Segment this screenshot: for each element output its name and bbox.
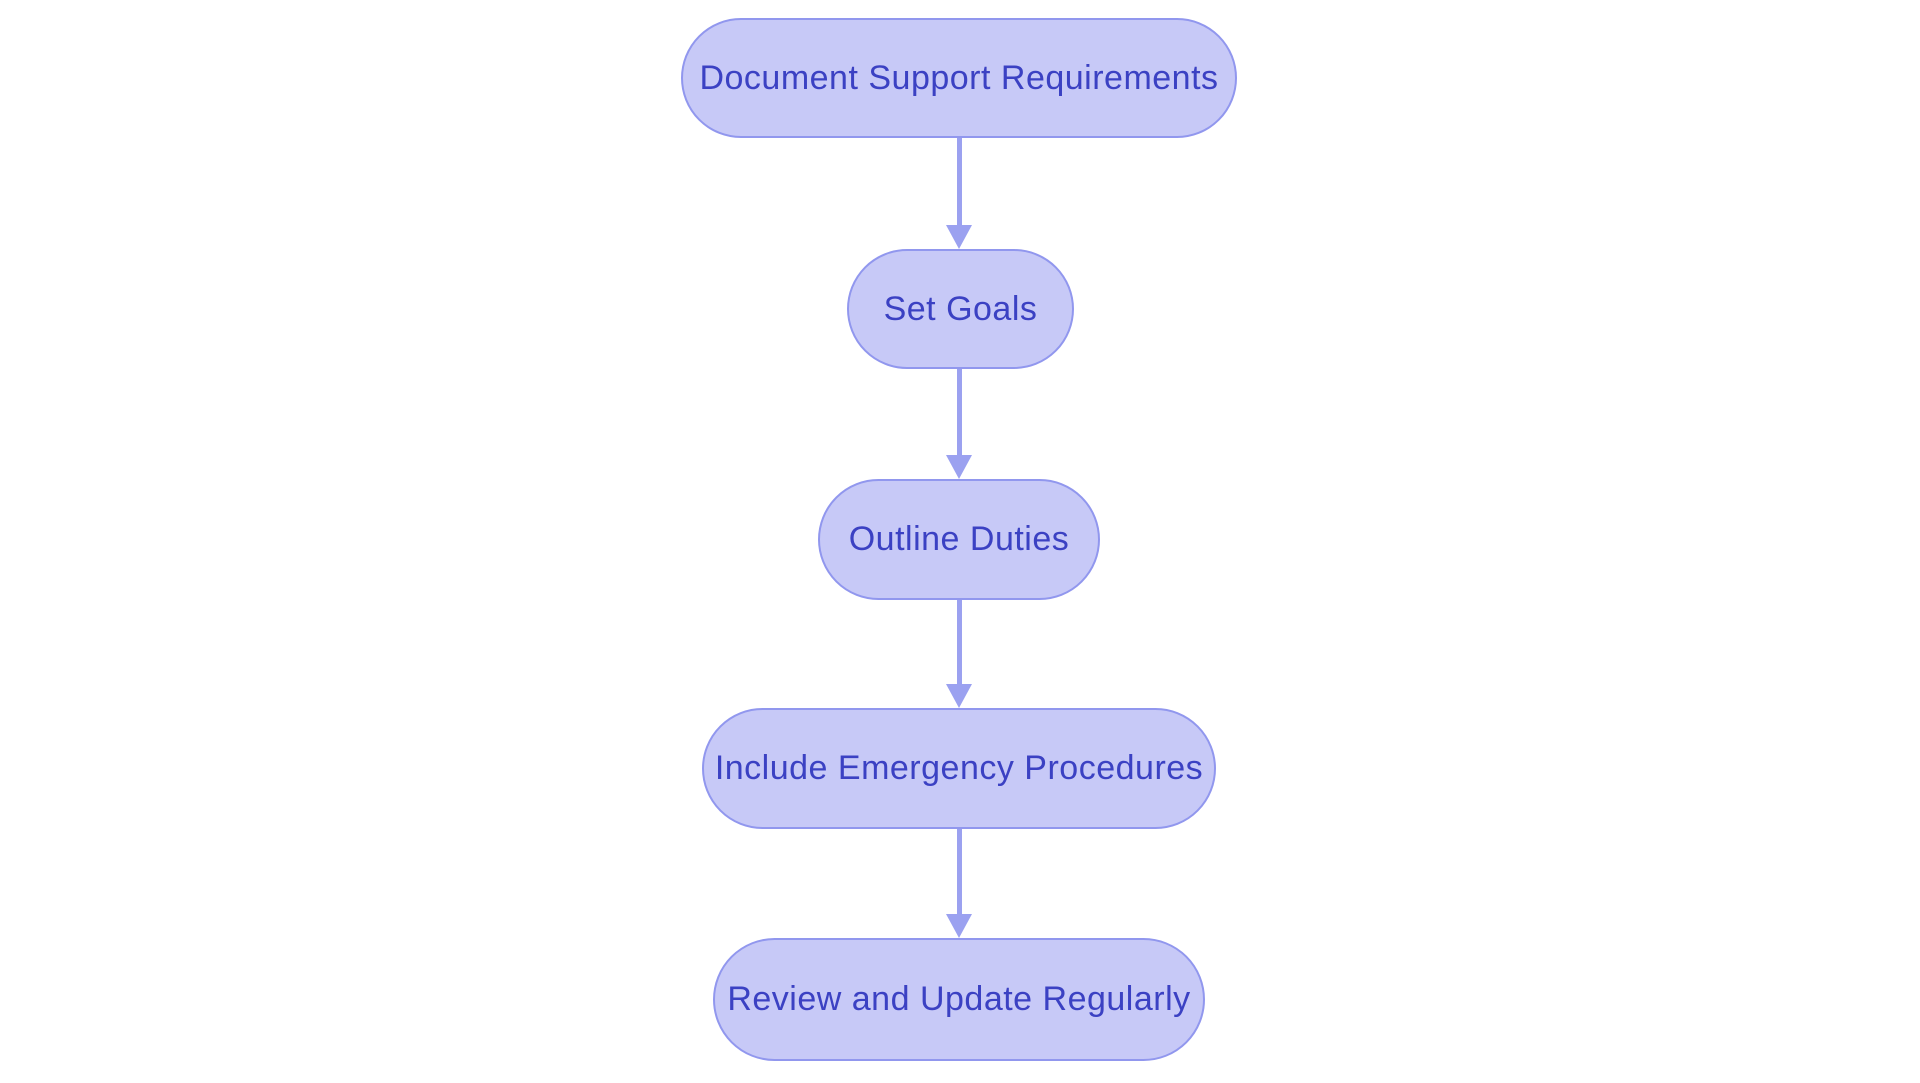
node-label: Review and Update Regularly [727, 980, 1191, 1018]
flow-node-set-goals[interactable]: Set Goals [847, 249, 1074, 369]
flow-node-outline-duties[interactable]: Outline Duties [818, 479, 1100, 600]
arrow-line [956, 138, 962, 225]
flow-connector-2-3 [946, 369, 972, 479]
arrow-down-icon [946, 684, 972, 708]
arrow-down-icon [946, 225, 972, 249]
arrow-down-icon [946, 455, 972, 479]
flow-node-include-emergency-procedures[interactable]: Include Emergency Procedures [702, 708, 1216, 829]
node-label: Set Goals [883, 289, 1038, 328]
flow-connector-4-5 [946, 829, 972, 938]
arrow-line [956, 829, 962, 914]
arrow-line [956, 369, 962, 455]
flow-connector-3-4 [946, 600, 972, 708]
node-label: Include Emergency Procedures [714, 749, 1204, 787]
flow-node-review-and-update-regularly[interactable]: Review and Update Regularly [713, 938, 1205, 1061]
arrow-line [956, 600, 962, 684]
flow-node-document-support-requirements[interactable]: Document Support Requirements [681, 18, 1237, 138]
flow-connector-1-2 [946, 138, 972, 249]
arrow-down-icon [946, 914, 972, 938]
node-label: Document Support Requirements [699, 58, 1219, 97]
node-label: Outline Duties [848, 520, 1070, 558]
